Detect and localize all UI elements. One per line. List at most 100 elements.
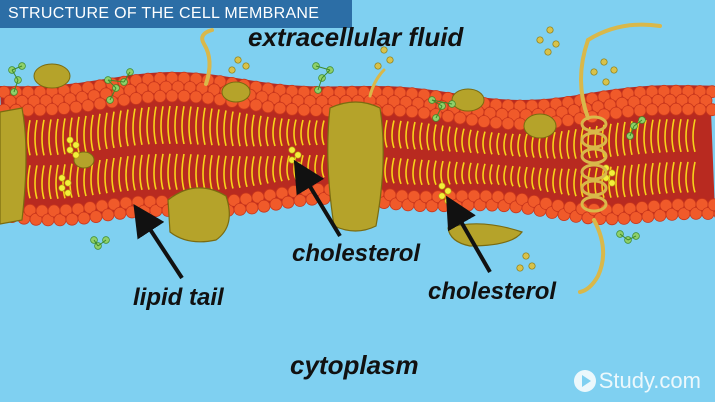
lipid-tails [27,105,696,200]
lipid-tail [237,112,241,147]
lipid-tail [209,108,213,146]
lipid-head [699,94,713,107]
lipid-tail [216,109,220,146]
cholesterol-unit [66,136,74,144]
lipid-tail [139,107,143,146]
lipid-head [657,102,671,116]
sugar-unit [374,62,382,70]
lipid-tail [153,106,157,145]
lipid-head [381,103,395,117]
lipid-tail [307,120,311,146]
sugar-bond [11,69,19,81]
helix-strand-bottom [578,218,606,294]
lipid-tail [636,164,640,197]
lipid-tail [90,114,94,152]
lipid-tail [391,157,395,184]
lipid-tail [125,109,129,147]
lipid-head [297,103,311,117]
label-cytoplasm: cytoplasm [290,350,419,380]
lipid-tail [419,159,423,186]
lipid-head [45,103,59,116]
sugar-bond [315,65,331,71]
carbohydrate-tether [200,28,214,86]
lipid-tail [83,115,87,153]
watermark-text: Study.com [598,368,701,393]
lipid-tail [503,133,507,156]
lipid-tail [657,162,661,195]
lipid-tail [160,153,164,190]
lipid-head [621,105,635,118]
lipid-tail [461,162,465,185]
lipid-tail [237,156,241,188]
lipid-tail [181,106,185,145]
lipid-head [633,104,647,117]
helix-coil [580,179,608,197]
sugar-unit [544,48,552,56]
lipid-head [93,97,107,111]
lipid-tail [489,164,493,185]
lipid-tail [244,156,248,188]
lipid-tail [643,163,647,196]
lipid-head [693,103,707,116]
sugar-unit [234,56,242,64]
lipid-tail [41,165,45,200]
arrow-cholesterol-right [446,195,492,273]
cholesterol-unit [294,161,302,169]
sugar-bond [633,119,643,127]
cholesterol-unit [72,141,80,149]
lipid-tail [468,162,472,185]
lipid-tail [76,116,80,154]
lipid-head [153,90,167,103]
lipid-head [189,90,203,104]
sugar-unit [516,264,524,272]
lipid-tail [482,163,486,185]
sugar-bond [431,99,453,105]
lipid-tail [265,155,269,184]
lipid-tail [174,153,178,190]
lipid-tail [160,106,164,145]
lipid-head [707,198,715,212]
lipid-head [261,100,275,114]
lipid-head [201,91,215,105]
lipid-tail [384,157,388,183]
sugar-unit [536,36,544,44]
lipid-tail [293,119,297,146]
sugar-unit [522,252,530,260]
lipid-head [645,103,659,117]
lipid-tail [615,122,619,157]
lipid-tail [195,106,199,145]
lipid-tail [62,164,66,199]
protein-left-edge [0,107,27,225]
lipid-head [57,102,71,115]
lipid-tail [461,128,465,153]
lipid-head [441,109,455,123]
sugar-bond [627,235,637,241]
lipid-tail [230,111,234,147]
arrow-lipid-tail [133,203,184,280]
lipid-tail [55,118,59,156]
lipid-tail [251,156,255,187]
lipid-head [69,100,83,114]
carbohydrate-tether [368,68,386,98]
lipid-tail [524,166,528,189]
lipid-tail [314,120,318,146]
lipid-tail [223,155,227,190]
lipid-tail [447,126,451,152]
sugar-unit [242,62,250,70]
cholesterol-unit [58,174,66,182]
lipid-tail [559,131,563,159]
lipid-tail [202,154,206,191]
peripheral-protein-bottom [167,187,230,243]
lipid-head [477,115,491,128]
lipid-head [417,106,431,120]
lipid-tail [27,165,31,199]
lipid-tail [167,153,171,190]
lipid-tail [398,120,402,149]
label-cholesterol-right: cholesterol [428,278,557,305]
lipid-tail [566,168,570,196]
helix-coil [580,131,608,149]
globular-protein [33,63,71,89]
lipid-tail [244,113,248,147]
lipid-tail [531,167,535,190]
